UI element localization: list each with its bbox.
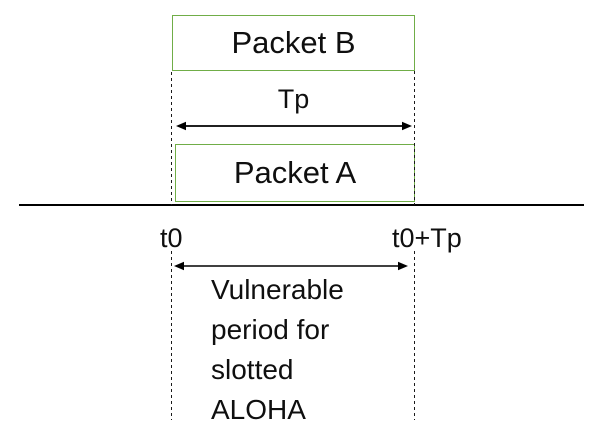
vulnerable-period-double-arrow	[174, 261, 408, 271]
packet-b-label: Packet B	[231, 25, 356, 60]
packet-a-box: Packet A	[175, 144, 415, 202]
dashed-guide-left-lower	[171, 251, 172, 420]
dashed-guide-right-upper	[414, 71, 415, 205]
packet-a-label: Packet A	[233, 155, 357, 190]
dashed-guide-left-upper	[171, 72, 172, 205]
timeline-axis	[19, 204, 584, 206]
dashed-guide-right-lower	[414, 251, 415, 420]
t0-plus-tp-label: t0+Tp	[392, 223, 462, 253]
vulnerable-period-label-line-3: slotted	[211, 354, 294, 385]
vulnerable-arrowhead-right-icon	[398, 261, 408, 271]
tp-arrowhead-left-icon	[176, 121, 186, 131]
packet-b-box: Packet B	[172, 15, 415, 71]
vulnerable-period-label: Vulnerable period for slotted ALOHA	[211, 270, 344, 430]
vulnerable-period-label-line-4: ALOHA	[211, 394, 306, 425]
tp-arrowhead-right-icon	[402, 121, 412, 131]
vulnerable-period-label-line-2: period for	[211, 314, 330, 345]
vulnerable-period-label-line-1: Vulnerable	[211, 274, 344, 305]
vulnerable-arrowhead-left-icon	[174, 261, 184, 271]
tp-label: Tp	[277, 84, 310, 114]
tp-double-arrow	[176, 121, 412, 131]
t0-label: t0	[160, 223, 183, 253]
